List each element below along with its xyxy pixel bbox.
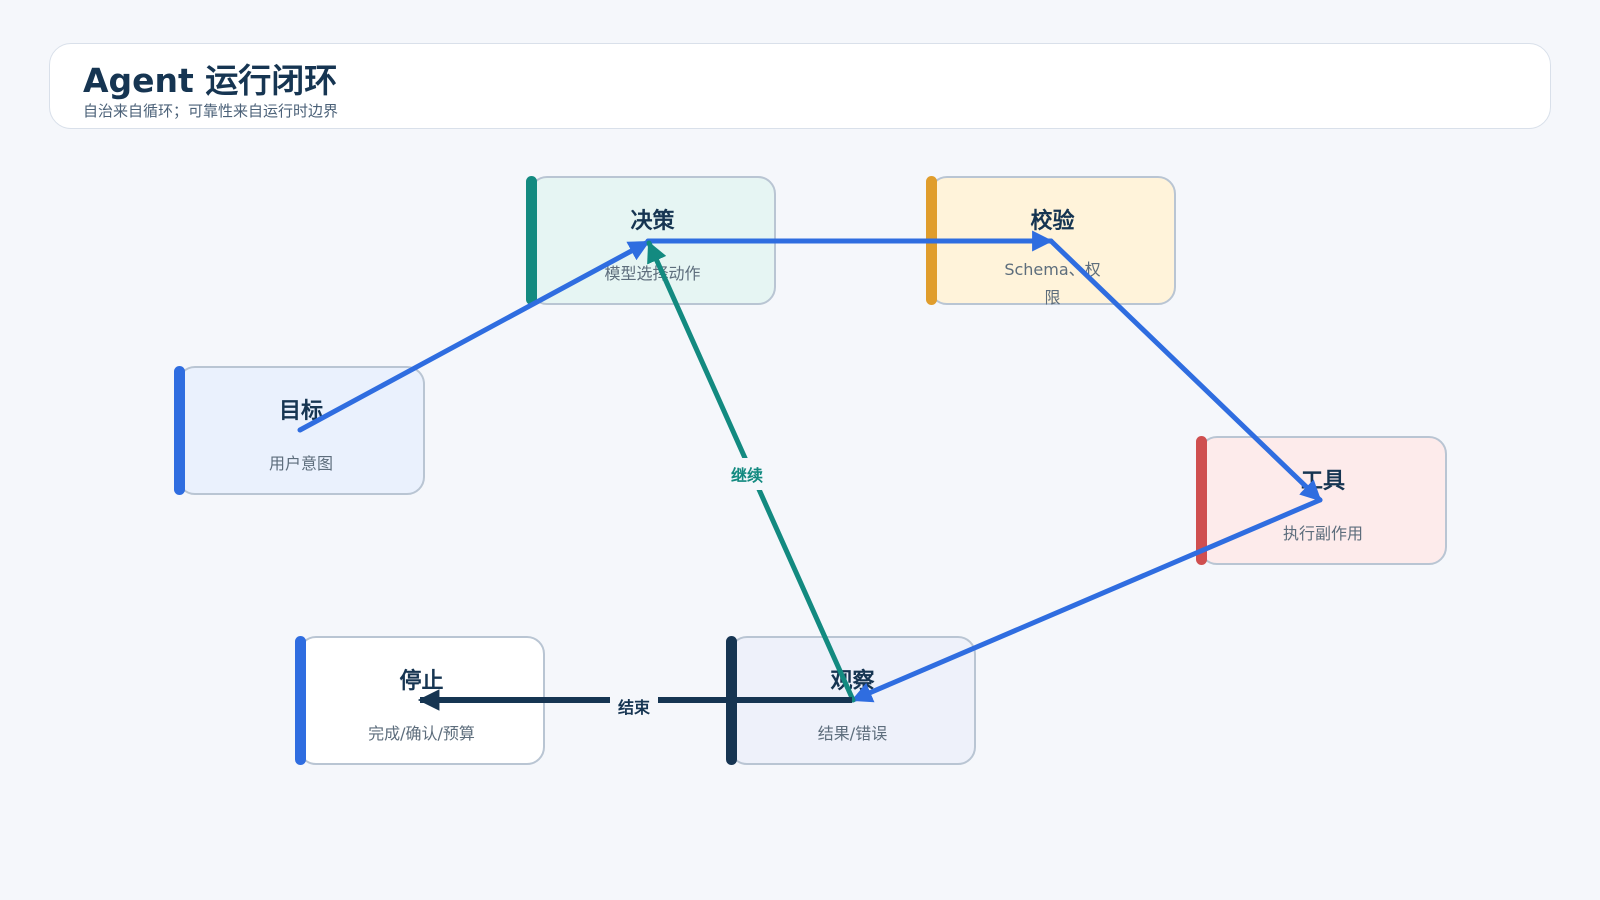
edge-tool-to-observe <box>850 497 1323 703</box>
node-decide-title: 决策 <box>630 209 675 234</box>
node-tool-subtitle: 执行副作用 <box>1282 524 1363 543</box>
node-observe-subtitle: 结果/错误 <box>817 724 888 743</box>
page-subtitle: 自治来自循环；可靠性来自运行时边界 <box>83 102 339 120</box>
node-verify-title: 校验 <box>1030 209 1075 234</box>
edge-label-continue: 继续 <box>723 458 772 490</box>
edge-label-end: 结束 <box>610 690 659 722</box>
node-tool-accent-bar <box>1196 436 1207 565</box>
node-goal-subtitle: 用户意图 <box>268 454 333 473</box>
node-goal-accent-bar <box>174 366 185 495</box>
node-decide-subtitle: 模型选择动作 <box>604 264 701 283</box>
node-tool: 工具 执行副作用 <box>1196 436 1447 565</box>
node-decide-accent-bar <box>526 176 537 305</box>
edge-verify-to-tool <box>1048 238 1323 503</box>
header-card: Agent 运行闭环 自治来自循环；可靠性来自运行时边界 <box>49 43 1551 129</box>
page-title: Agent 运行闭环 <box>83 61 338 100</box>
node-stop-subtitle: 完成/确认/预算 <box>368 724 475 743</box>
edge-goal-to-decide <box>297 239 651 433</box>
node-stop-accent-bar <box>295 636 306 765</box>
